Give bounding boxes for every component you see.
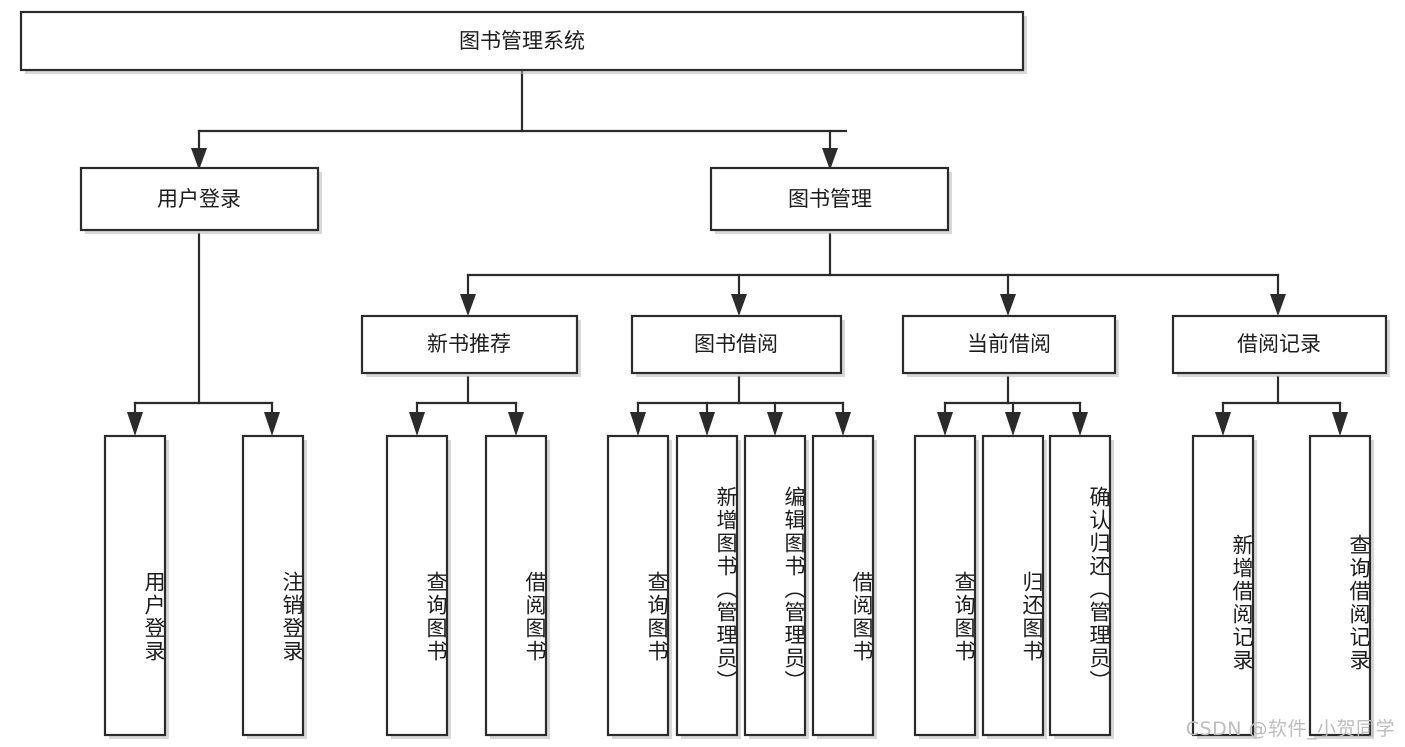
leaf-user-login-1-box[interactable]	[103, 434, 167, 737]
arrow-to-borrow-record	[1270, 294, 1286, 316]
edges-layer	[127, 68, 1348, 436]
arrow-user-login-leaf-2	[264, 412, 280, 436]
new-book-node-box[interactable]	[360, 314, 579, 375]
arrow-user-login-leaf-1	[127, 412, 143, 436]
borrow-record-node-box[interactable]	[1171, 314, 1388, 375]
arrow-to-new-book	[460, 294, 476, 316]
arrow-new-book-leaf-2	[508, 412, 524, 436]
arrow-current-borrow-leaf-3	[1072, 412, 1088, 436]
arrow-borrow-record-leaf-1	[1215, 412, 1231, 436]
leaf-borrow-record-2-box[interactable]	[1308, 434, 1372, 737]
leaf-book-borrow-2-box[interactable]	[675, 434, 739, 737]
arrow-book-borrow-leaf-2	[699, 412, 715, 436]
arrow-current-borrow-leaf-1	[937, 412, 953, 436]
user-login-node-label: 用户登录	[157, 187, 241, 211]
arrow-book-borrow-leaf-4	[835, 412, 851, 436]
book-manage-node-box[interactable]	[709, 166, 950, 232]
arrow-root-to-user-login	[191, 148, 207, 170]
user-login-node-box[interactable]	[79, 166, 320, 232]
leaf-current-borrow-1-box[interactable]	[913, 434, 977, 737]
arrow-to-current-borrow	[1000, 294, 1016, 316]
arrow-book-borrow-leaf-1	[630, 412, 646, 436]
root-node-box[interactable]	[19, 10, 1025, 72]
borrow-record-node-label: 借阅记录	[1237, 332, 1321, 356]
arrow-root-to-book-manage	[822, 148, 838, 170]
nodes-layer: 图书管理系统 用户登录 图书管理 新书推荐 图书借阅 当前借阅	[19, 10, 1390, 739]
leaf-current-borrow-3-box[interactable]	[1048, 434, 1112, 737]
current-borrow-node-box[interactable]	[901, 314, 1117, 375]
arrow-current-borrow-leaf-2	[1005, 412, 1021, 436]
csdn-watermark: CSDN @软件_小贺同学	[1185, 718, 1395, 740]
arrow-new-book-leaf-1	[409, 412, 425, 436]
leaf-book-borrow-1-box[interactable]	[606, 434, 670, 737]
current-borrow-node-label: 当前借阅	[967, 332, 1051, 356]
new-book-node-label: 新书推荐	[427, 332, 511, 356]
arrow-borrow-record-leaf-2	[1332, 412, 1348, 436]
leaf-new-book-1-box[interactable]	[385, 434, 449, 737]
root-node-label: 图书管理系统	[459, 29, 585, 53]
leaf-borrow-record-1-box[interactable]	[1191, 434, 1255, 737]
book-borrow-node-label: 图书借阅	[694, 332, 778, 356]
leaf-current-borrow-2-box[interactable]	[981, 434, 1045, 737]
book-borrow-node-box[interactable]	[630, 314, 843, 375]
arrow-to-book-borrow	[731, 294, 747, 316]
leaf-new-book-2-box[interactable]	[484, 434, 548, 737]
leaf-book-borrow-4-box[interactable]	[811, 434, 875, 737]
leaf-book-borrow-3-box[interactable]	[743, 434, 807, 737]
arrow-book-borrow-leaf-3	[767, 412, 783, 436]
book-manage-node-label: 图书管理	[788, 187, 872, 211]
leaf-user-login-2-box[interactable]	[241, 434, 305, 737]
